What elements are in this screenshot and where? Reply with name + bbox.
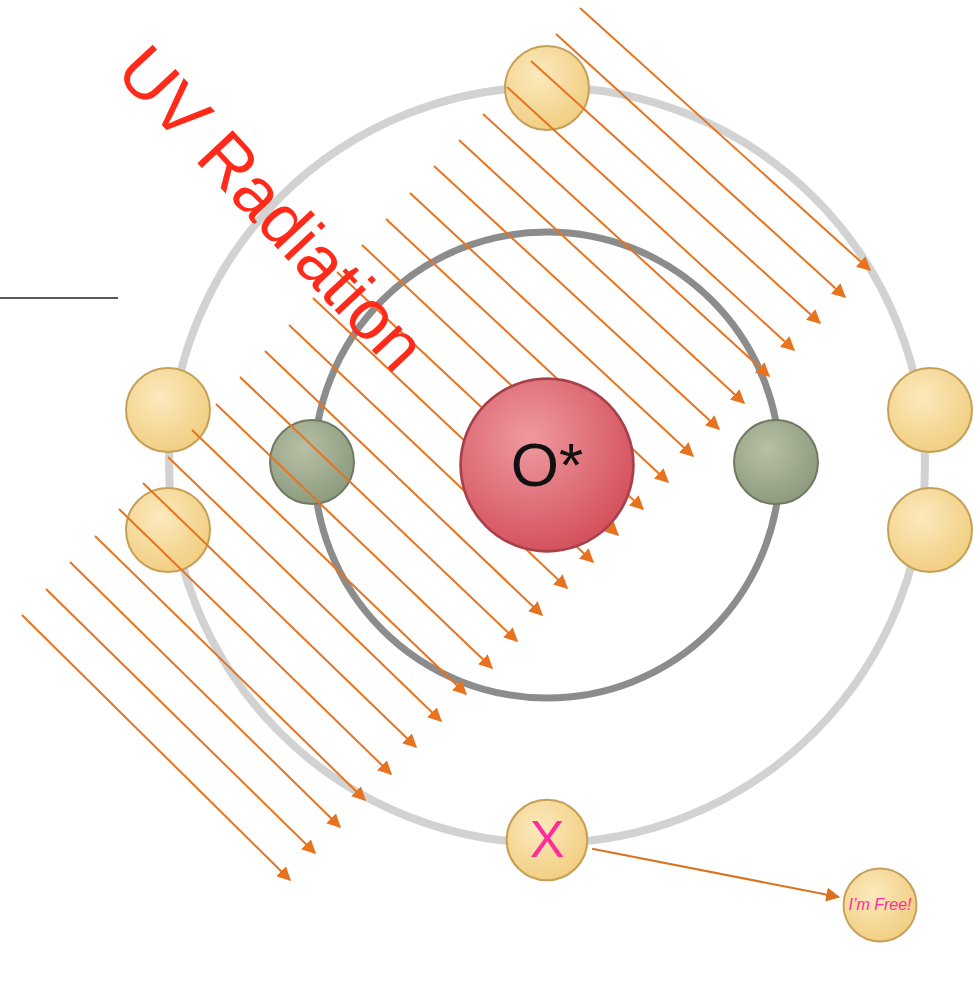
node-text: O* [511,431,583,499]
radiation-label: UV Radiation [106,33,438,382]
node-text: X [530,811,565,868]
free-electron-circle: I’m Free! [842,867,918,943]
electron-circle: X [505,798,589,882]
escape-arrow [592,849,839,897]
rule-line [0,297,118,299]
node-text: I’m Free! [848,896,911,914]
outer-electrons [126,46,972,572]
nucleus-circle: O* [457,375,637,555]
inner-electrons [270,420,818,504]
uv-rays [22,8,870,880]
